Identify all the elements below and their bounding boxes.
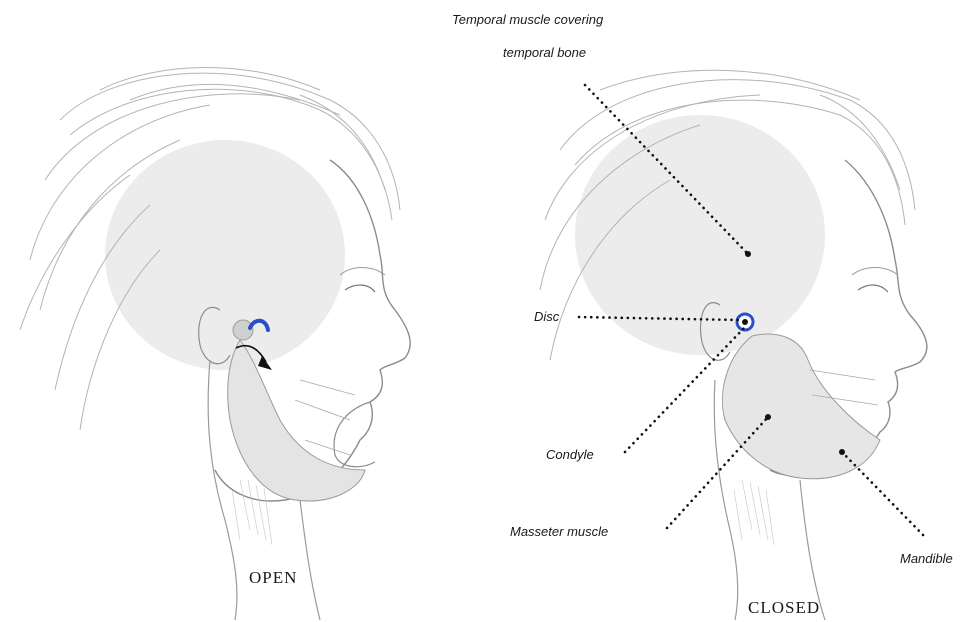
mandible-leader-line [842, 452, 926, 538]
masseter-muscle-label: Masseter muscle [510, 524, 608, 540]
closed-caption: CLOSED [748, 598, 820, 618]
mandible-label: Mandible [900, 551, 953, 567]
temporal-muscle-label-line1: Temporal muscle covering [452, 12, 603, 28]
temporal-muscle-label-line2: temporal bone [503, 45, 586, 61]
open-head-illustration [20, 68, 410, 621]
disc-label: Disc [534, 309, 559, 325]
masseter-leader-line [667, 417, 768, 528]
open-caption: OPEN [249, 568, 297, 588]
condyle-label: Condyle [546, 447, 594, 463]
